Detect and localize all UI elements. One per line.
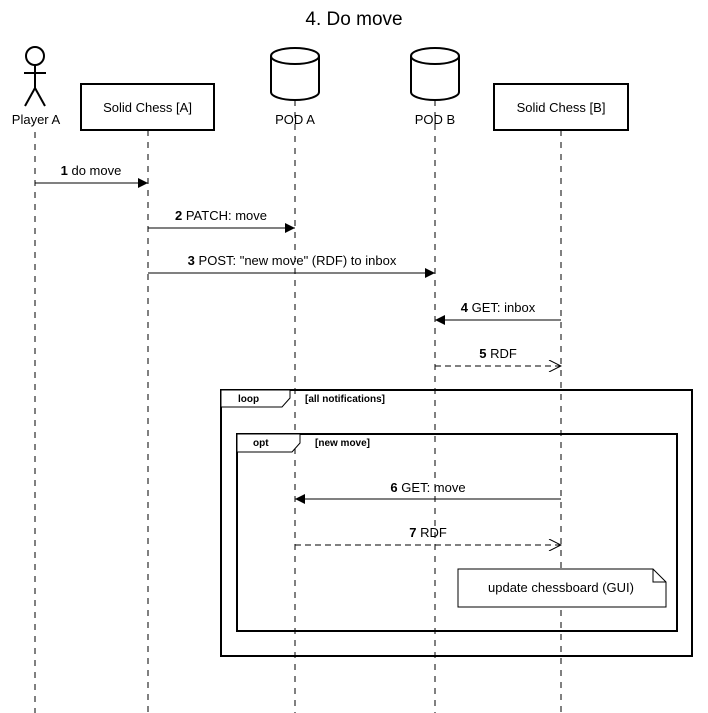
participant-box-solid-chess-b <box>493 83 629 131</box>
message-7-label: 7 RDF <box>409 525 447 540</box>
fragment-loop-guard: [all notifications] <box>305 394 385 405</box>
actor-head-icon <box>25 46 45 66</box>
note-text: update chessboard (GUI) <box>488 580 634 595</box>
participant-player-a <box>24 46 46 107</box>
actor-leg-right <box>34 87 46 107</box>
participant-box-solid-chess-a <box>80 83 215 131</box>
fragment-loop-frame <box>220 389 693 657</box>
database-icon <box>410 56 460 101</box>
message-5-label: 5 RDF <box>479 346 517 361</box>
fragment-loop-tab <box>220 389 291 408</box>
message-5: 5 RDF <box>435 346 561 366</box>
fragment-opt-tab <box>236 433 301 453</box>
message-4: 4 GET: inbox <box>435 300 561 325</box>
database-top <box>410 47 460 65</box>
message-2-label: 2 PATCH: move <box>175 208 267 223</box>
participant-label-pod-b: POD B <box>415 112 455 127</box>
fragment-loop: loop [all notifications] <box>220 389 693 657</box>
message-4-label: 4 GET: inbox <box>461 300 536 315</box>
participant-label-solid-chess-b: Solid Chess [B] <box>517 100 606 115</box>
message-6: 6 GET: move <box>295 480 561 504</box>
database-icon <box>270 56 320 101</box>
fragment-opt-operator: opt <box>253 438 269 449</box>
fragment-opt: opt [new move] <box>236 433 678 632</box>
participant-pod-b <box>410 47 460 101</box>
lifelines <box>34 100 562 713</box>
message-1-label: 1 do move <box>61 163 122 178</box>
participant-pod-a <box>270 47 320 101</box>
fragment-loop-operator: loop <box>238 394 259 405</box>
message-6-label: 6 GET: move <box>390 480 465 495</box>
actor-leg-left <box>24 87 36 107</box>
message-3: 3 POST: "new move" (RDF) to inbox <box>148 253 435 278</box>
message-1: 1 do move <box>35 163 148 188</box>
note-fold-corner <box>652 569 666 583</box>
fragment-opt-guard: [new move] <box>315 438 370 449</box>
participant-label-pod-a: POD A <box>275 112 315 127</box>
database-top <box>270 47 320 65</box>
diagram-title: 4. Do move <box>305 9 402 30</box>
message-3-label: 3 POST: "new move" (RDF) to inbox <box>188 253 397 268</box>
participant-label-player-a: Player A <box>12 112 61 127</box>
message-2: 2 PATCH: move <box>148 208 295 233</box>
participant-label-solid-chess-a: Solid Chess [A] <box>103 100 192 115</box>
note-shape <box>457 568 667 608</box>
fragment-opt-frame <box>236 433 678 632</box>
note-update-chessboard: update chessboard (GUI) <box>457 568 667 608</box>
message-7: 7 RDF <box>295 525 561 545</box>
